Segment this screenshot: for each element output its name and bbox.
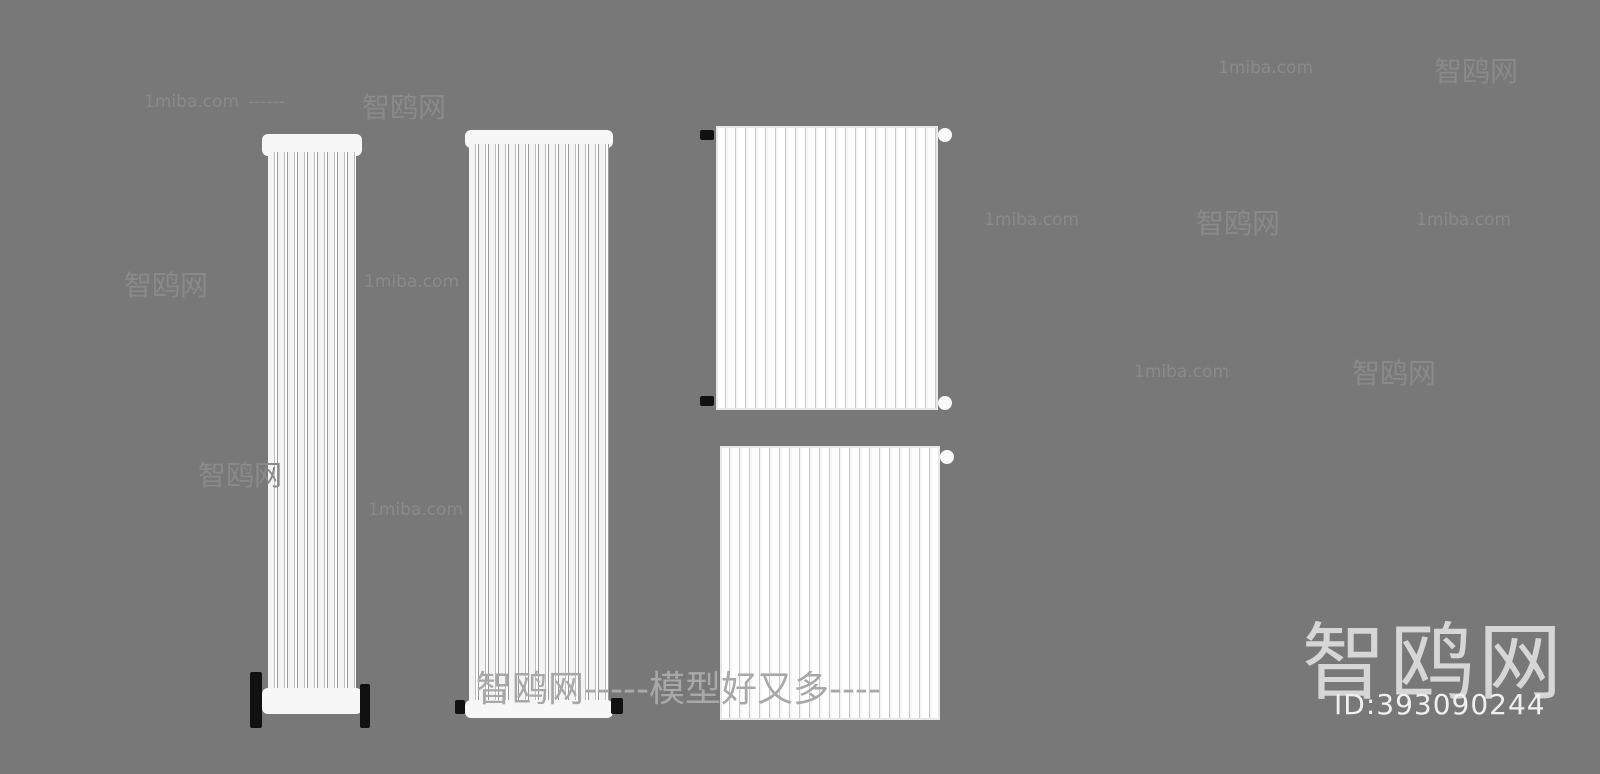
watermark-brand: 智鸥网	[198, 459, 283, 492]
valve-knob-icon	[938, 396, 952, 410]
watermark-brand: 智鸥网	[1352, 357, 1437, 390]
watermark-site: 1miba.com	[1218, 58, 1314, 78]
column-radiator-wide	[455, 130, 623, 720]
watermark-brand: 智鸥网	[1196, 207, 1281, 240]
watermark-brand: 智鸥网	[362, 91, 447, 124]
watermark-dashes: ------	[248, 92, 285, 112]
watermark-site: 1miba.com	[368, 500, 464, 520]
panel-radiator-bottom	[720, 446, 940, 720]
watermark-slogan: 智鸥网-----模型好又多----	[476, 669, 881, 710]
column-radiator-narrow	[250, 132, 370, 728]
watermark-brand: 智鸥网	[124, 269, 209, 302]
model-id: ID:393090244	[1334, 688, 1546, 721]
brand-logo: 智鸥网	[1302, 614, 1567, 712]
valve-knob-icon	[940, 450, 954, 464]
valve-knob-icon	[938, 128, 952, 142]
panel-radiator-top	[716, 126, 938, 410]
valve-icon	[700, 396, 714, 406]
watermark-site: 1miba.com	[144, 92, 240, 112]
watermark-site: 1miba.com	[984, 210, 1080, 230]
watermark-site: 1miba.com	[1134, 362, 1230, 382]
watermark-brand: 智鸥网	[1434, 55, 1519, 88]
watermark-site: 1miba.com	[364, 272, 460, 292]
valve-icon	[700, 130, 714, 140]
watermark-site: 1miba.com	[1416, 210, 1512, 230]
